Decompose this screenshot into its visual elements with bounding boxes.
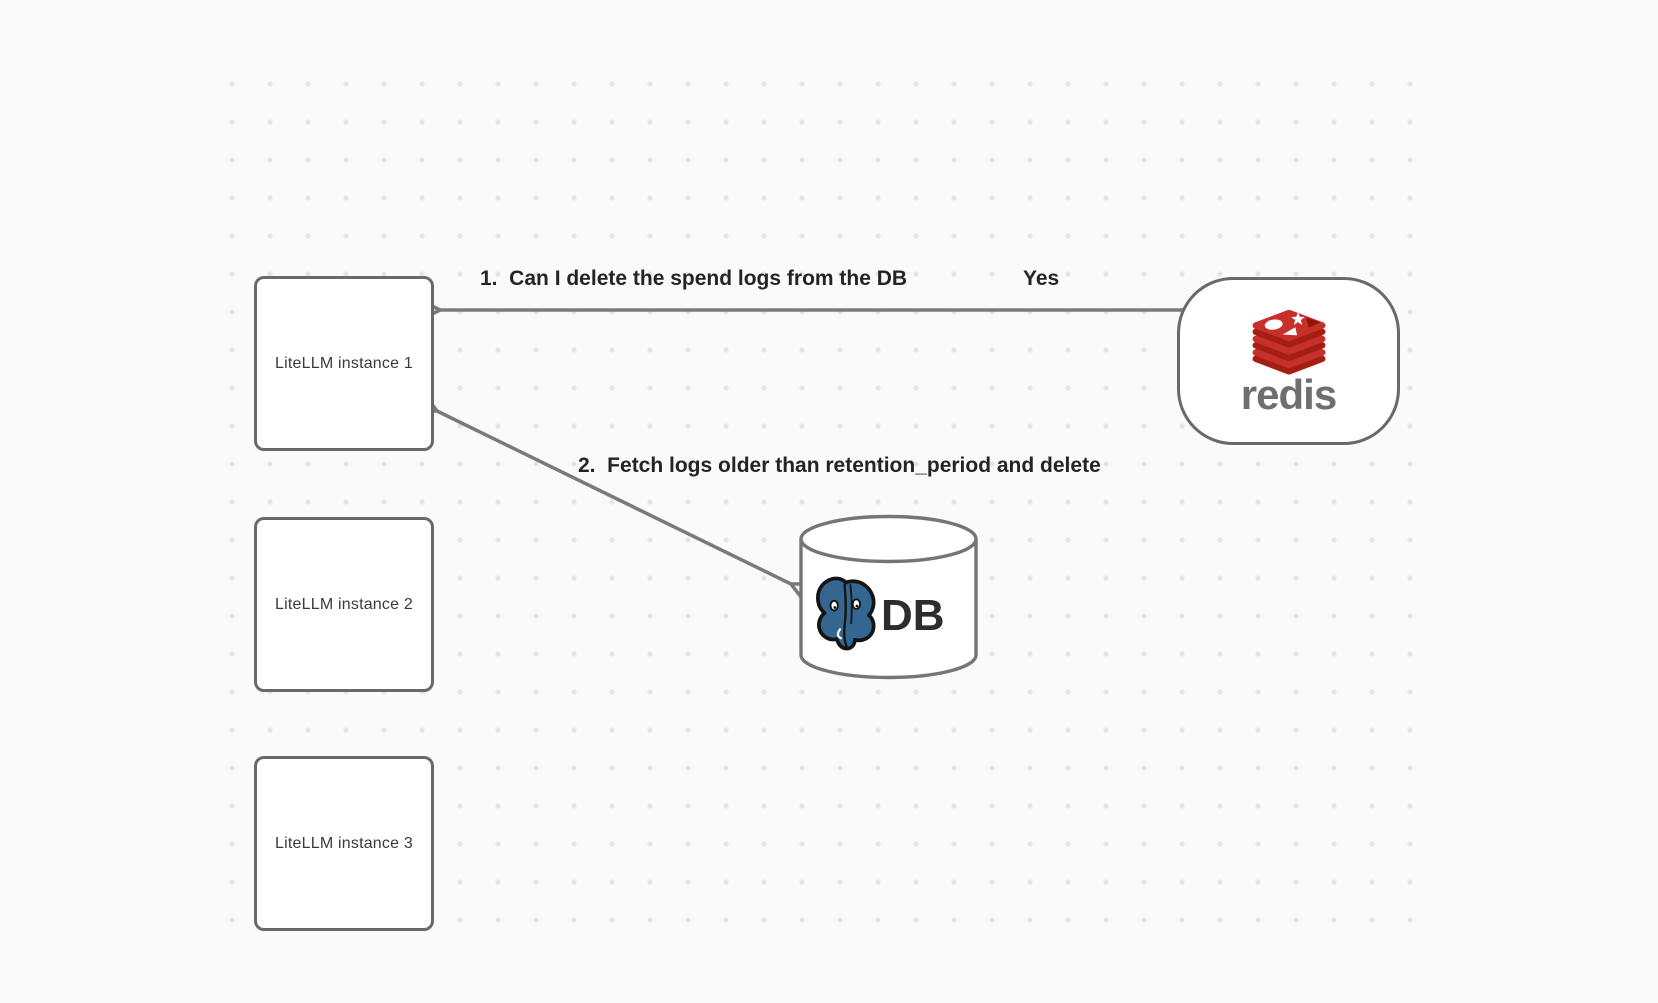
- edge1-label: 1. Can I delete the spend logs from the …: [480, 267, 908, 290]
- redis-logo-icon: [1252, 309, 1325, 375]
- node-litellm-instance-2[interactable]: LiteLLM instance 2: [254, 517, 434, 692]
- edge-instance1-db[interactable]: [416, 394, 812, 601]
- edge2-label: 2. Fetch logs older than retention_perio…: [578, 454, 1101, 477]
- db-label: DB: [881, 591, 945, 640]
- redis-wordmark: redis: [1240, 370, 1337, 418]
- node-litellm-instance-1[interactable]: LiteLLM instance 1: [254, 276, 434, 451]
- node-label: LiteLLM instance 2: [275, 595, 413, 613]
- node-label: LiteLLM instance 1: [275, 354, 413, 372]
- node-label: LiteLLM instance 3: [275, 834, 413, 852]
- postgresql-elephant-icon: [816, 576, 876, 651]
- node-redis[interactable]: redis: [1177, 277, 1400, 445]
- node-litellm-instance-3[interactable]: LiteLLM instance 3: [254, 756, 434, 931]
- edge1-response-label: Yes: [1023, 267, 1060, 290]
- node-database[interactable]: DB: [799, 514, 978, 682]
